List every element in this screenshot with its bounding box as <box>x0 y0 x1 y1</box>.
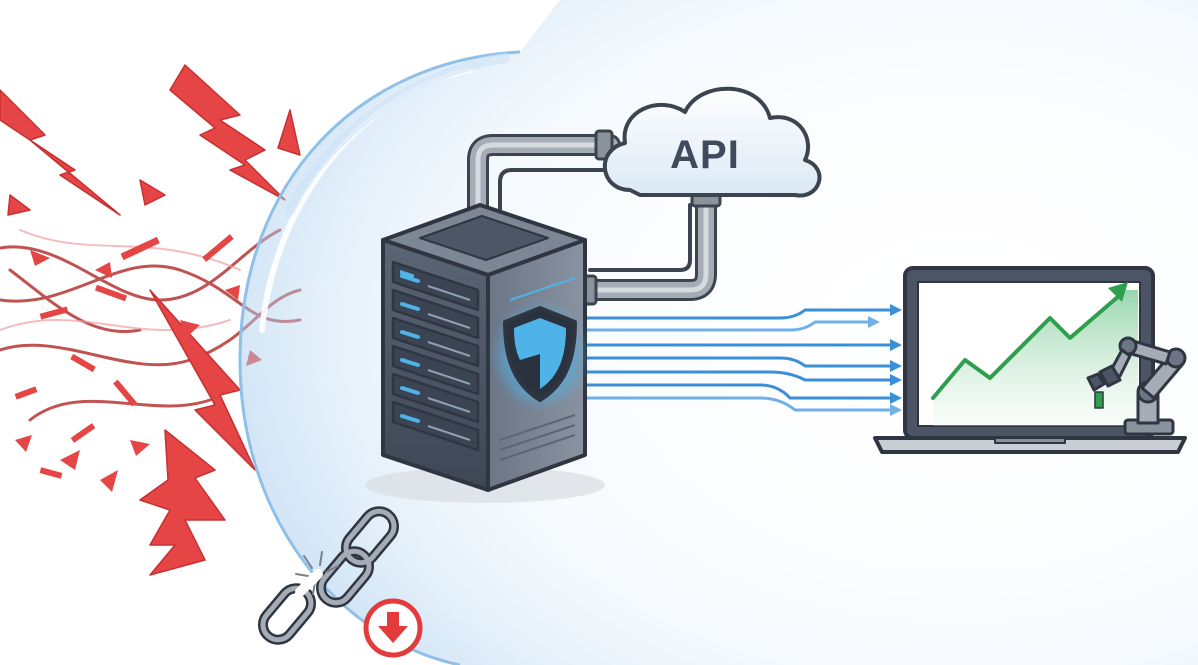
broken-chain-icon <box>258 506 399 645</box>
api-label: API <box>670 133 740 177</box>
robot-arm-icon <box>1086 336 1187 436</box>
server-tower-icon <box>365 203 605 503</box>
data-streams <box>583 304 902 416</box>
cloud-icon: API <box>602 86 822 198</box>
growth-chart-icon <box>931 282 1138 426</box>
down-arrow-alert-icon <box>363 598 423 658</box>
connection-pipes <box>467 129 722 306</box>
shield-icon <box>498 306 582 403</box>
